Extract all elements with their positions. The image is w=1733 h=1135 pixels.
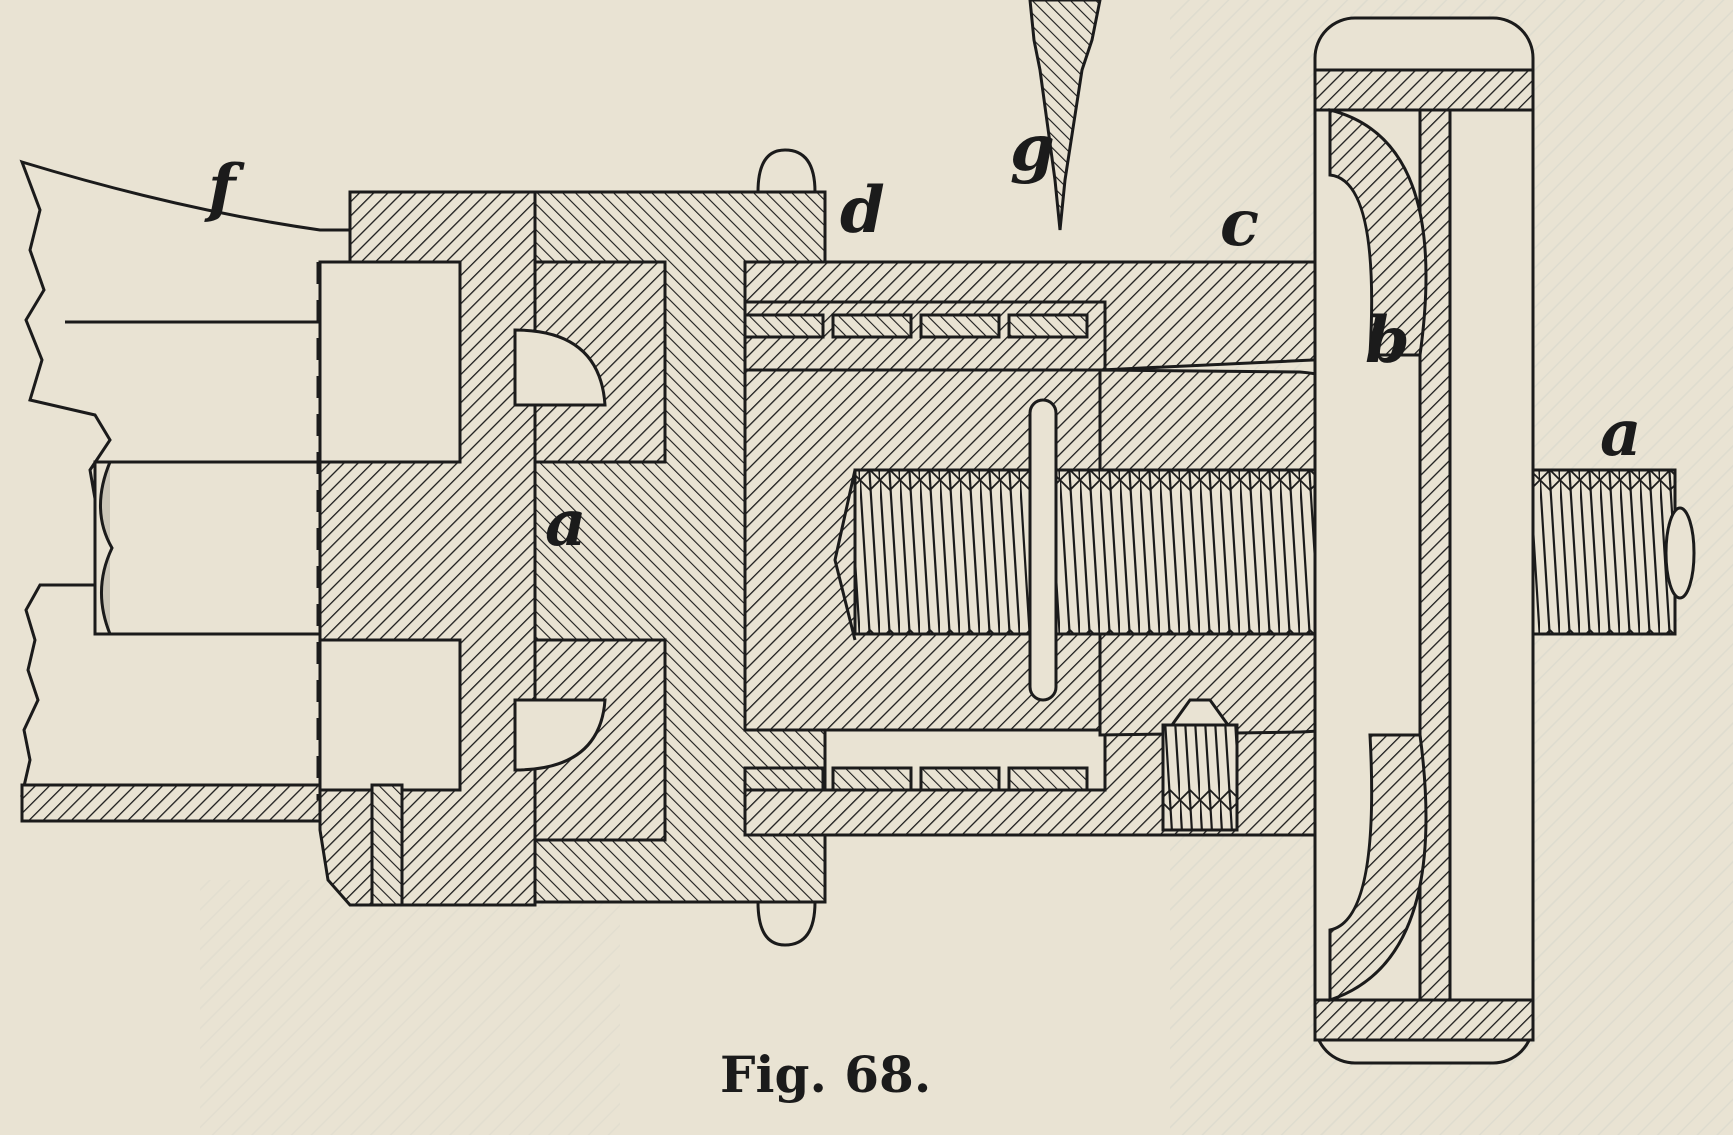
roller-bearing-top <box>743 313 1089 339</box>
flange-housing <box>318 190 537 907</box>
label-g: g <box>1010 111 1055 186</box>
slot-pin <box>1028 398 1058 702</box>
spindle-break <box>99 461 114 635</box>
graver-g <box>1028 0 1102 231</box>
threaded-screw-a <box>833 468 1696 641</box>
label-d: d <box>840 173 885 248</box>
label-b: b <box>1365 303 1410 378</box>
figure-caption: Fig. 68. <box>720 1045 931 1104</box>
label-a-right: a <box>1600 396 1641 471</box>
set-screw <box>1161 698 1239 832</box>
roller-bearing-bottom <box>743 766 1089 792</box>
label-c: c <box>1220 186 1259 261</box>
label-a-center: a <box>545 486 586 561</box>
hand-wheel <box>1313 16 1535 1065</box>
